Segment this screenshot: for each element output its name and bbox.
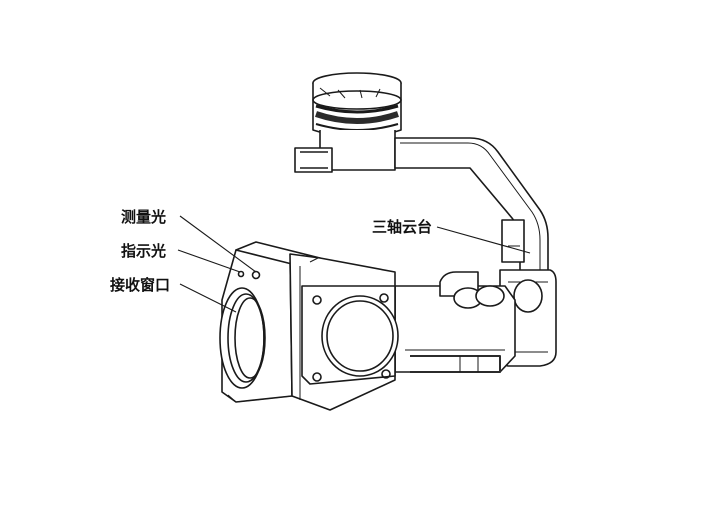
leader-receive-window	[179, 283, 237, 313]
label-indicator-light: 指示光	[121, 242, 167, 260]
leader-gimbal	[436, 226, 531, 254]
top-mount	[294, 72, 402, 173]
leader-lines	[177, 215, 531, 313]
connector-tube	[394, 271, 516, 373]
leader-indicator-light	[177, 249, 241, 273]
camera-body	[219, 241, 399, 411]
label-receive-window: 接收窗口	[110, 276, 171, 294]
label-measure-light: 测量光	[121, 208, 167, 226]
label-gimbal: 三轴云台	[372, 218, 433, 236]
leader-measure-light	[179, 215, 257, 273]
gimbal-arm	[394, 137, 549, 301]
